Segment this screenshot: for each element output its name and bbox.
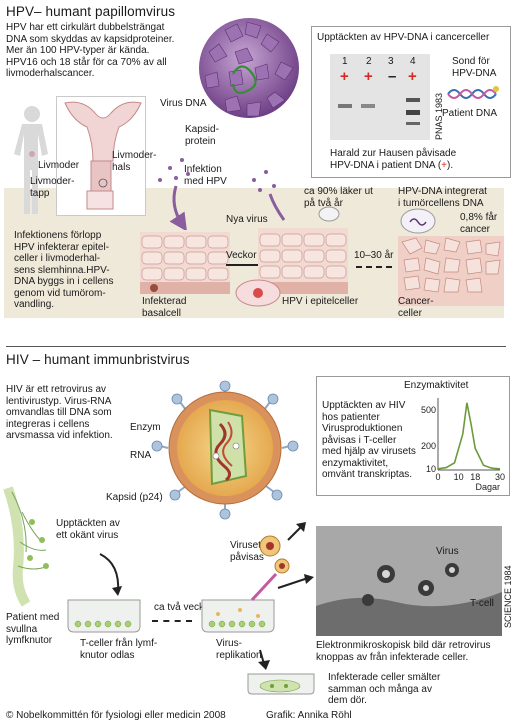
integrated-label: HPV-DNA integrerat i tumörcellens DNA	[398, 186, 487, 209]
hiv-discovery-label: Upptäckten av ett okänt virus	[56, 518, 120, 541]
em-source: SCIENCE 1984	[503, 565, 513, 628]
infection-particles	[158, 158, 286, 230]
two-weeks-arrow	[152, 620, 192, 622]
hpv-epithelial-label: HPV i epitelceller	[282, 296, 359, 307]
probe-dna-icon	[447, 86, 499, 99]
rna-label: RNA	[130, 450, 152, 461]
footer-credit: © Nobelkommittén för fysiologi eller med…	[6, 710, 226, 721]
caption-plus: +	[441, 159, 447, 171]
enzyme-chart-title: Enzymaktivitet	[404, 380, 469, 391]
probe-label: Sond för HPV-DNA	[452, 56, 497, 79]
cancer-tissue	[398, 236, 504, 306]
y-tick-label: 500	[421, 405, 436, 415]
replication-label: Virus- replikation	[216, 638, 262, 661]
capsid-p24-label: Kapsid (p24)	[106, 492, 163, 503]
patient-label: Patient med svullna lymfknutor	[6, 612, 60, 646]
replication-dish	[201, 599, 275, 633]
weeks-arrow	[226, 264, 258, 266]
blot-bands	[338, 98, 420, 125]
arrow-right-to-em	[277, 574, 314, 589]
cervix-tap-label: Livmoder- tapp	[30, 176, 75, 199]
lane-3-sign: –	[388, 68, 397, 85]
x-tick-label: 10	[454, 472, 464, 482]
arrow-to-culture	[99, 553, 122, 596]
x-tick-label: 30	[495, 472, 505, 482]
enzyme-activity-line	[437, 402, 501, 470]
y-tick-label: 10	[426, 464, 436, 474]
enzyme-box	[316, 376, 510, 496]
female-silhouette	[14, 106, 48, 214]
y-tick-label: 200	[421, 441, 436, 451]
lane-4-number: 4	[410, 56, 416, 67]
uterus-label: Livmoder	[38, 160, 80, 171]
em-tcell-label: T-cell	[470, 598, 494, 609]
cervix-label: Livmoder- hals	[112, 150, 157, 173]
em-virus-label: Virus	[436, 546, 459, 557]
fused-cells-dish	[247, 673, 315, 695]
uterus-illustration	[64, 101, 142, 210]
capsid-protein-label: Kapsid- protein	[185, 124, 219, 147]
electron-micrograph: Virus T-cell	[316, 526, 502, 636]
hpv-dna-strand	[231, 65, 257, 94]
tcell-culture-dish	[67, 599, 141, 633]
enzyme-box-text: Upptäckten av HIV hos patienter Viruspro…	[322, 400, 416, 480]
lane-1-number: 1	[342, 56, 348, 67]
lane-3-number: 3	[388, 56, 394, 67]
virus-dna-label: Virus DNA	[160, 98, 207, 109]
weeks-label: Veckor	[226, 250, 257, 261]
epithelium-infected-basal	[140, 232, 230, 294]
lane-1-sign: +	[340, 68, 349, 85]
enzyme-label: Enzym	[130, 422, 161, 433]
southern-blot: 1 2 3 4 + + – +	[330, 54, 430, 140]
integrated-cell-icon	[400, 208, 436, 234]
virus-shown-label: Viruset påvisas	[230, 540, 264, 563]
lane-2-sign: +	[364, 68, 373, 85]
caption-end: ).	[447, 159, 454, 171]
x-tick-label: 0	[435, 472, 440, 482]
hpv-virus-illustration	[199, 18, 299, 118]
x-tick-label: 18	[470, 472, 480, 482]
hpv-discovery-caption: Harald zur Hausen påvisade HPV-DNA i pat…	[330, 148, 502, 171]
em-texture	[316, 526, 502, 636]
hpv-intro: HPV har ett cirkulärt dubbelsträngat DNA…	[6, 22, 175, 79]
infection-with-hpv-label: Infektion med HPV	[184, 164, 227, 187]
new-virus-label: Nya virus	[226, 214, 268, 225]
cancer-cells-label: Cancer- celler	[398, 296, 434, 319]
arrow-down	[258, 649, 270, 670]
tcell-culture-label: T-celler från lymf- knutor odlas	[80, 638, 158, 661]
hiv-virus-illustration	[151, 380, 299, 520]
x-axis-label: Dagar	[475, 482, 500, 492]
patient-dna-label: Patient DNA	[442, 108, 498, 119]
infection-course-text: Infektionens förlopp HPV infekterar epit…	[14, 230, 114, 310]
lane-4-sign: +	[408, 68, 417, 85]
fusion-label: Infekterade celler smälter samman och må…	[328, 672, 441, 706]
footer-graphic: Grafik: Annika Röhl	[266, 710, 352, 721]
lane-2-number: 2	[366, 56, 372, 67]
infected-cell-icon	[235, 279, 281, 307]
cancer-pct-label: 0,8% får cancer	[460, 212, 498, 235]
years-label: 10–30 år	[354, 250, 394, 261]
healthy-cell-icon	[318, 206, 340, 222]
two-weeks-label: ca två veckor	[154, 602, 213, 613]
hpv-discovery-title: Upptäckten av HPV-DNA i cancerceller	[317, 32, 490, 43]
years-arrow	[356, 266, 392, 268]
lymphatic-arm-illustration	[3, 486, 49, 607]
hiv-title: HIV – humant immunbristvirus	[6, 352, 190, 367]
em-caption: Elektronmikroskopisk bild där retrovirus…	[316, 640, 491, 663]
section-divider	[6, 346, 506, 347]
virus-detection-illustration	[250, 535, 290, 602]
arrow-up-right	[287, 522, 306, 541]
hpv-title: HPV– humant papillomvirus	[6, 4, 176, 19]
heal-label: ca 90% läker ut på två år	[304, 186, 373, 209]
caption-text: Harald zur Hausen påvisade HPV-DNA i pat…	[330, 148, 457, 171]
hiv-intro: HIV är ett retrovirus av lentivirustyp. …	[6, 384, 113, 441]
infected-basal-label: Infekterad basalcell	[142, 296, 187, 319]
